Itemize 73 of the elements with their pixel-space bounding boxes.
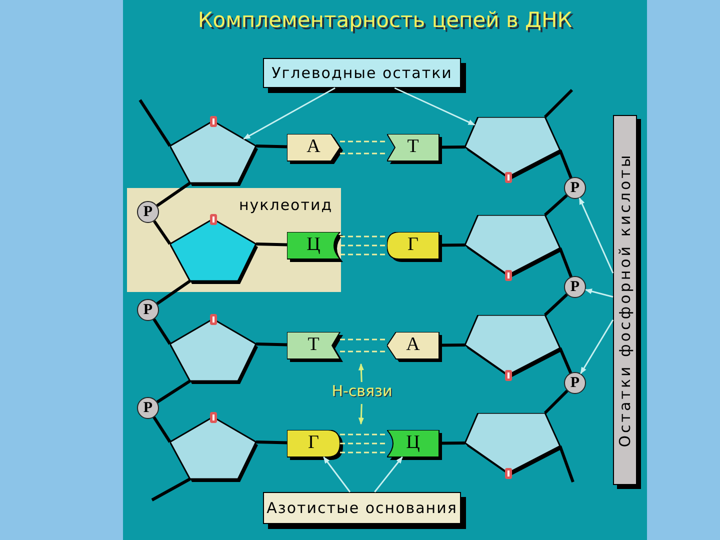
connector-line (544, 88, 574, 118)
connector-line (340, 244, 387, 246)
connector-line (151, 478, 191, 502)
arrow (580, 320, 614, 374)
phosphate-label: Р (570, 374, 580, 392)
phosphate-label: Р (143, 204, 153, 220)
connector-line (544, 293, 568, 316)
nucleotide-base (387, 332, 442, 362)
connector-line (256, 440, 288, 444)
connector-line (340, 350, 387, 352)
nucleotide-base (287, 134, 343, 164)
phosphate-label: Р (570, 180, 580, 196)
phosphate-label: Р (570, 278, 580, 296)
phosphate-circle (137, 201, 159, 223)
connector-line (544, 390, 568, 414)
connector-line (558, 247, 572, 278)
box-label: Азотистые основания (266, 499, 458, 517)
arrow (578, 197, 614, 274)
sugar-pentagon (170, 115, 260, 189)
base-letter: Т (306, 334, 320, 356)
connector-line (138, 99, 172, 147)
base-letter: Ц (405, 432, 421, 454)
title: Комплементарность цепей в ДНК (196, 8, 574, 32)
box-label: Остатки фосфорной кислоты (614, 151, 634, 449)
bond-label: Н-связи (322, 382, 402, 404)
box-label: Углеводные остатки (272, 64, 452, 82)
connector-line (544, 194, 568, 216)
connector-line (256, 144, 288, 148)
connector-line (340, 140, 387, 142)
connector-line (153, 220, 172, 245)
connector-line (256, 342, 288, 346)
base-letter: Т (406, 136, 420, 158)
phosphate-label: Р (143, 400, 153, 416)
connector-line (340, 434, 387, 436)
nucleotide-base (287, 232, 343, 262)
base-letter: Г (406, 234, 420, 256)
connector-line (340, 236, 387, 238)
phosphate-label: Р (143, 302, 153, 318)
arrow (374, 456, 403, 492)
base-letter: Г (307, 432, 320, 454)
arrow (358, 363, 364, 382)
connector-line (340, 338, 387, 340)
nucleotide-panel (127, 188, 341, 292)
connector-line (340, 442, 387, 444)
connector-line (156, 380, 191, 404)
connector-line (152, 416, 172, 443)
arrow (323, 456, 351, 492)
arrow (358, 404, 364, 425)
connector-line (340, 452, 387, 454)
nucleotide-base (387, 430, 442, 460)
nucleotide-base (287, 332, 343, 362)
connector-line (156, 280, 191, 305)
connector-line (340, 254, 387, 256)
nucleotide-base (387, 232, 442, 262)
arrow (584, 288, 614, 298)
connector-line (156, 182, 191, 207)
connector-line (558, 446, 574, 482)
connector-line (340, 152, 387, 154)
connector-line (256, 242, 288, 246)
base-letter: А (306, 136, 322, 158)
nucleotide-base (287, 430, 343, 460)
base-letter: А (405, 334, 421, 356)
connector-line (558, 347, 572, 374)
connector-line (152, 318, 172, 345)
nucleotide-base (387, 134, 442, 164)
arrow (394, 87, 476, 126)
panel-heading: нуклеотид (239, 196, 333, 214)
sugar-pentagon (170, 411, 260, 485)
connector-line (558, 149, 572, 178)
base-letter: Ц (306, 234, 322, 256)
sugar-pentagon (170, 213, 260, 287)
arrow (243, 87, 336, 140)
sugar-pentagon (170, 313, 260, 387)
